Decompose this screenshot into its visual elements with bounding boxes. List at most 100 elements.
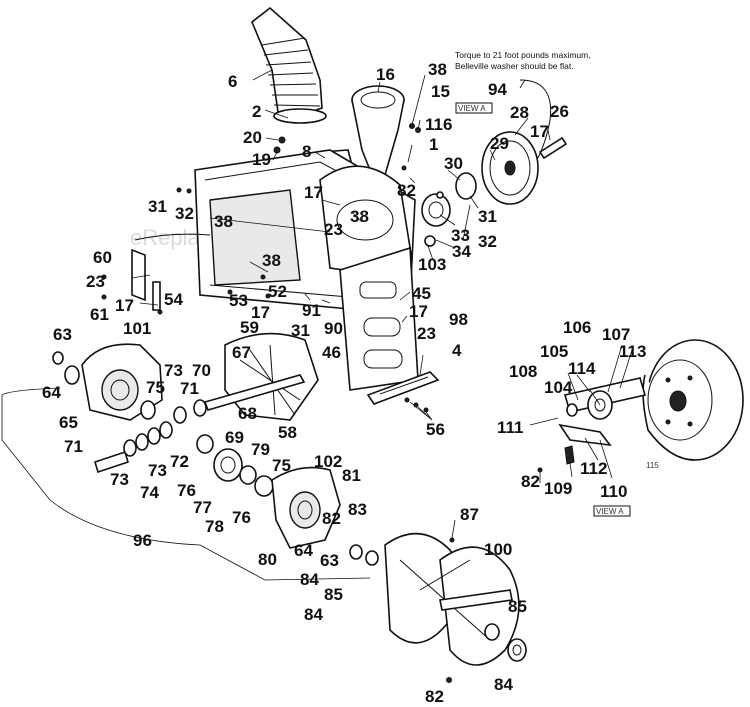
callout-63-left: 63 bbox=[53, 325, 72, 344]
callout-56: 56 bbox=[426, 420, 445, 439]
discharge-chute bbox=[251, 6, 327, 124]
callout-79: 79 bbox=[251, 440, 270, 459]
bushing-84c bbox=[507, 638, 527, 662]
callout-73-mid: 73 bbox=[148, 461, 167, 480]
callout-59: 59 bbox=[240, 318, 259, 337]
leader-lines bbox=[131, 69, 633, 539]
callout-109: 109 bbox=[544, 479, 572, 498]
callout-15: 15 bbox=[431, 82, 450, 101]
callout-45: 45 bbox=[412, 284, 431, 303]
callout-90: 90 bbox=[324, 319, 343, 338]
callout-70: 70 bbox=[192, 361, 211, 380]
label-115: 115 bbox=[646, 461, 659, 470]
callout-67: 67 bbox=[232, 343, 251, 362]
callout-73-upper: 73 bbox=[164, 361, 183, 380]
callout-111: 111 bbox=[497, 418, 524, 437]
callout-31-left: 31 bbox=[148, 197, 167, 216]
callout-6: 6 bbox=[228, 72, 237, 91]
callout-81: 81 bbox=[342, 466, 361, 485]
callout-31-mid: 31 bbox=[291, 321, 310, 340]
callout-116: 116 bbox=[425, 115, 452, 134]
callout-61: 61 bbox=[90, 305, 109, 324]
callout-26: 26 bbox=[550, 102, 569, 121]
view-a-tag-bottom: VIEW A bbox=[596, 507, 624, 516]
view-a-box-top bbox=[455, 102, 493, 114]
callout-17-mid: 17 bbox=[251, 303, 270, 322]
callout-68: 68 bbox=[238, 404, 257, 423]
callout-75-upper: 75 bbox=[146, 378, 165, 397]
callout-31-right: 31 bbox=[478, 207, 497, 226]
callout-8: 8 bbox=[302, 142, 311, 161]
callout-104: 104 bbox=[544, 378, 573, 397]
pulley bbox=[481, 131, 539, 205]
gear-case-left bbox=[81, 343, 163, 421]
callout-71-upper: 71 bbox=[180, 379, 199, 398]
callout-53: 53 bbox=[229, 291, 248, 310]
callout-19: 19 bbox=[252, 150, 271, 169]
callout-38-top: 38 bbox=[428, 60, 447, 79]
bushing-85 bbox=[365, 550, 379, 566]
callout-82-top: 82 bbox=[397, 181, 416, 200]
callout-75-lower: 75 bbox=[272, 456, 291, 475]
callout-94: 94 bbox=[488, 80, 507, 99]
callout-74: 74 bbox=[140, 483, 159, 502]
drive-shaft bbox=[203, 374, 306, 411]
callout-58: 58 bbox=[278, 423, 297, 442]
callout-30: 30 bbox=[444, 154, 463, 173]
callout-100: 100 bbox=[484, 540, 512, 559]
callout-46: 46 bbox=[322, 343, 341, 362]
bearing-housing bbox=[421, 193, 451, 227]
callout-29: 29 bbox=[490, 134, 509, 153]
callout-76-left: 76 bbox=[177, 481, 196, 500]
callout-54: 54 bbox=[164, 290, 183, 309]
callout-38-left: 38 bbox=[214, 212, 233, 231]
side-plate bbox=[339, 246, 419, 391]
callout-64-left: 64 bbox=[42, 383, 61, 402]
callout-98: 98 bbox=[449, 310, 468, 329]
hardware-fasteners bbox=[101, 123, 543, 683]
bushing-85b bbox=[484, 623, 500, 641]
callout-17-center: 17 bbox=[304, 183, 323, 202]
callout-60: 60 bbox=[93, 248, 112, 267]
axle-assembly bbox=[558, 377, 647, 465]
callout-82-right: 82 bbox=[521, 472, 540, 491]
callout-2: 2 bbox=[252, 102, 261, 121]
callout-17-lower: 17 bbox=[409, 302, 428, 321]
callout-17-left: 17 bbox=[115, 296, 134, 315]
callout-84-c: 84 bbox=[494, 675, 513, 694]
bushing-64 bbox=[64, 365, 80, 385]
callout-32-left: 32 bbox=[175, 204, 194, 223]
callout-85-a: 85 bbox=[324, 585, 343, 604]
bushing-84 bbox=[349, 544, 363, 560]
callout-69: 69 bbox=[225, 428, 244, 447]
callout-83: 83 bbox=[348, 500, 367, 519]
callout-107: 107 bbox=[602, 325, 630, 344]
callout-72: 72 bbox=[170, 452, 189, 471]
callout-108: 108 bbox=[509, 362, 537, 381]
worm-shaft-parts bbox=[94, 399, 207, 474]
callout-20: 20 bbox=[243, 128, 262, 147]
callout-87: 87 bbox=[460, 505, 479, 524]
washer bbox=[424, 235, 436, 247]
callout-64-right: 64 bbox=[294, 541, 313, 560]
callout-32-right: 32 bbox=[478, 232, 497, 251]
callout-102: 102 bbox=[314, 452, 342, 471]
callout-23-center: 23 bbox=[324, 220, 343, 239]
callout-78: 78 bbox=[205, 517, 224, 536]
auger bbox=[384, 532, 520, 666]
callout-17-right: 17 bbox=[530, 122, 549, 141]
callout-16: 16 bbox=[376, 65, 395, 84]
gear-case-right bbox=[271, 466, 341, 549]
callout-84-b: 84 bbox=[304, 605, 323, 624]
pulley-bolt bbox=[538, 136, 568, 160]
torque-note-line2: Belleville washer should be flat. bbox=[455, 61, 574, 71]
chute-base-assembly bbox=[351, 85, 405, 176]
callout-33: 33 bbox=[451, 226, 470, 245]
skid-shoe bbox=[366, 371, 440, 405]
view-a-tag-top: VIEW A bbox=[458, 104, 486, 113]
callout-105: 105 bbox=[540, 342, 568, 361]
callout-101: 101 bbox=[123, 319, 151, 338]
callout-52: 52 bbox=[268, 282, 287, 301]
callout-84-a: 84 bbox=[300, 570, 319, 589]
